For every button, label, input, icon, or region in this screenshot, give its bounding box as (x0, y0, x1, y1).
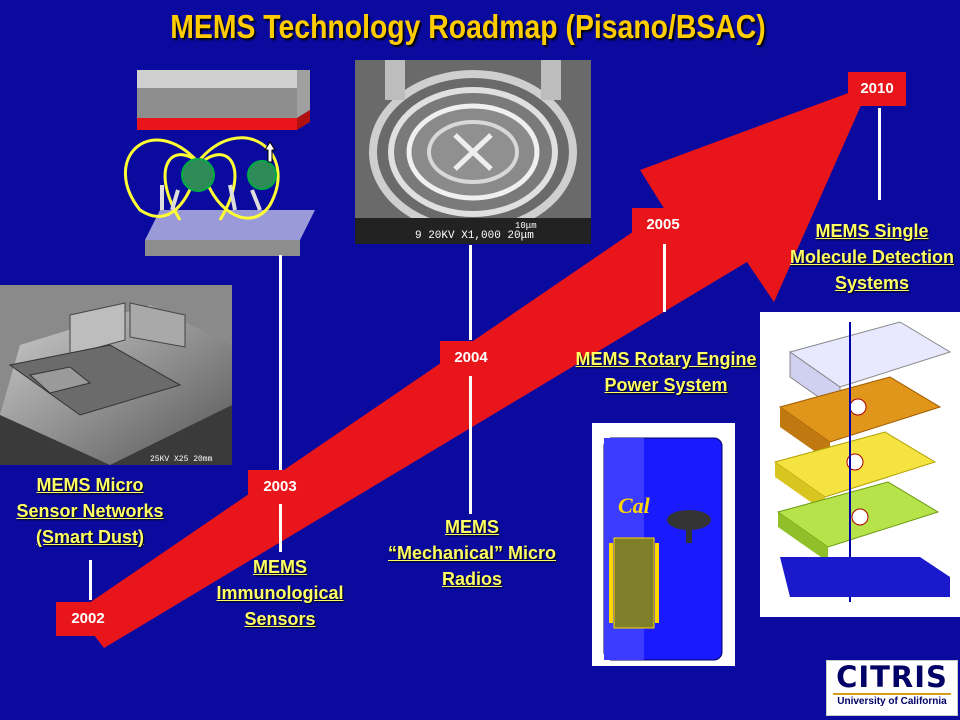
sem-scale: 10μm (515, 221, 537, 231)
label-immuno: MEMS Immunological Sensors (200, 554, 360, 632)
label-rotary-line1: MEMS Rotary Engine (575, 349, 757, 369)
label-rotary-line2: Power System (604, 375, 728, 395)
label-smart-dust-line3: (Smart Dust) (35, 527, 144, 547)
year-2010: 2010 (848, 72, 906, 106)
label-radios: MEMS “Mechanical” Micro Radios (372, 514, 572, 592)
connector-2003-low (279, 504, 282, 552)
label-radios-line2: “Mechanical” Micro (387, 543, 557, 563)
rotary-engine-image: Cal (592, 423, 735, 666)
citris-logo-name: CITRIS (836, 660, 948, 694)
label-molecule: MEMS Single Molecule Detection Systems (776, 218, 960, 296)
label-immuno-line3: Sensors (244, 609, 316, 629)
label-molecule-line2: Molecule Detection (789, 247, 955, 267)
connector-2010 (878, 108, 881, 200)
engine-logo: Cal (618, 493, 651, 518)
label-smart-dust: MEMS Micro Sensor Networks (Smart Dust) (0, 472, 180, 550)
label-smart-dust-line2: Sensor Networks (16, 501, 164, 521)
connector-2005 (663, 244, 666, 312)
connector-2002 (89, 560, 92, 600)
label-immuno-line2: Immunological (216, 583, 344, 603)
year-2005: 2005 (632, 208, 694, 242)
micro-radio-sem-image: 9 20KV X1,000 20μm 10μm (355, 60, 591, 244)
molecule-detection-image (760, 312, 960, 617)
citris-logo-sub: University of California (833, 693, 951, 709)
connector-2004 (469, 245, 472, 340)
connector-2003 (279, 255, 282, 470)
immuno-sensor-image (110, 70, 320, 260)
citris-logo: CITRIS University of California (826, 660, 958, 716)
label-immuno-line1: MEMS (253, 557, 307, 577)
year-2003: 2003 (248, 470, 312, 504)
label-smart-dust-line1: MEMS Micro (36, 475, 144, 495)
year-2002: 2002 (56, 602, 120, 636)
year-2004: 2004 (440, 341, 502, 375)
label-rotary: MEMS Rotary Engine Power System (566, 346, 766, 398)
connector-2004-low (469, 376, 472, 514)
label-molecule-line3: Systems (834, 273, 910, 293)
smart-dust-image: 25KV X25 20mm (0, 285, 232, 465)
label-radios-line3: Radios (441, 569, 502, 589)
label-radios-line1: MEMS (445, 517, 499, 537)
page-title: MEMS Technology Roadmap (Pisano/BSAC) (170, 8, 766, 45)
dust-caption: 25KV X25 20mm (150, 455, 213, 464)
sem-caption: 9 20KV X1,000 20μm (415, 230, 534, 242)
label-molecule-line1: MEMS Single (815, 221, 929, 241)
